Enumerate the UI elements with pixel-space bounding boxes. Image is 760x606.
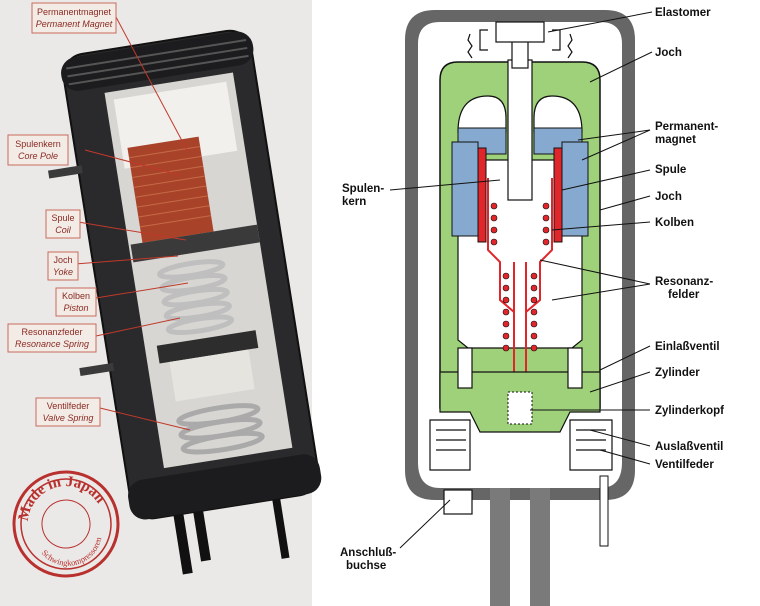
outlet-pipes (443, 475, 609, 606)
photo-label-resonance-spring: Resonanzfeder Resonance Spring (7, 323, 97, 353)
label-einlassventil: Einlaßventil (655, 341, 720, 353)
piston (487, 178, 553, 390)
label-zylinderkopf: Zylinderkopf (655, 405, 724, 417)
coils (477, 147, 563, 243)
svg-text:Piston: Piston (63, 303, 88, 313)
label-auslassventil: Auslaßventil (655, 441, 723, 453)
svg-text:Core Pole: Core Pole (18, 151, 58, 161)
svg-text:Resonanzfeder: Resonanzfeder (21, 327, 82, 337)
svg-text:Valve Spring: Valve Spring (43, 413, 94, 423)
svg-text:Joch: Joch (53, 255, 72, 265)
label-anschluss-1: Anschluß- (340, 547, 396, 559)
svg-text:Yoke: Yoke (53, 267, 73, 277)
svg-text:Ventilfeder: Ventilfeder (47, 401, 90, 411)
compressor-photo (48, 29, 322, 575)
photo-label-yoke: Joch Yoke (47, 251, 79, 281)
label-anschluss-2: buchse (346, 560, 386, 572)
label-spule: Spule (655, 164, 686, 176)
label-kolben: Kolben (655, 217, 694, 229)
label-resonanz-1: Resonanz- (655, 276, 713, 288)
svg-text:Kolben: Kolben (62, 291, 90, 301)
label-ventilfeder: Ventilfeder (655, 459, 714, 471)
label-joch-top: Joch (655, 47, 682, 59)
resonance-springs (490, 202, 550, 352)
coil-photo (127, 136, 214, 243)
svg-text:Permanentmagnet: Permanentmagnet (37, 7, 112, 17)
svg-text:Coil: Coil (55, 225, 72, 235)
diagram-panel: Elastomer Joch Permanent- magnet Spule J… (340, 7, 724, 606)
label-zylinder: Zylinder (655, 367, 700, 379)
photo-label-permanent-magnet: Permanentmagnet Permanent Magnet (31, 2, 117, 34)
spring-photo (157, 259, 235, 335)
photo-panel: Permanentmagnet Permanent Magnet Spulenk… (0, 0, 322, 606)
photo-label-core-pole: Spulenkern Core Pole (7, 134, 69, 166)
svg-text:Resonance Spring: Resonance Spring (15, 339, 89, 349)
photo-label-piston: Kolben Piston (55, 287, 97, 317)
label-resonanz-2: felder (668, 289, 700, 301)
valves (429, 347, 613, 471)
svg-text:Spule: Spule (51, 213, 74, 223)
label-elastomer: Elastomer (655, 7, 711, 19)
label-permanent-magnet-1: Permanent- (655, 121, 718, 133)
label-spulenkern-2: kern (342, 196, 366, 208)
photo-label-coil: Spule Coil (45, 209, 81, 239)
label-permanent-magnet-2: magnet (655, 134, 696, 146)
svg-text:Spulenkern: Spulenkern (15, 139, 61, 149)
svg-text:Permanent Magnet: Permanent Magnet (36, 19, 113, 29)
photo-leaders (74, 16, 191, 431)
label-spulenkern-1: Spulen- (342, 183, 384, 195)
elastomer (467, 21, 573, 59)
diagram-leaders (389, 11, 653, 549)
photo-label-valve-spring: Ventilfeder Valve Spring (35, 397, 101, 427)
cylinder (439, 371, 601, 433)
label-joch-mid: Joch (655, 191, 682, 203)
